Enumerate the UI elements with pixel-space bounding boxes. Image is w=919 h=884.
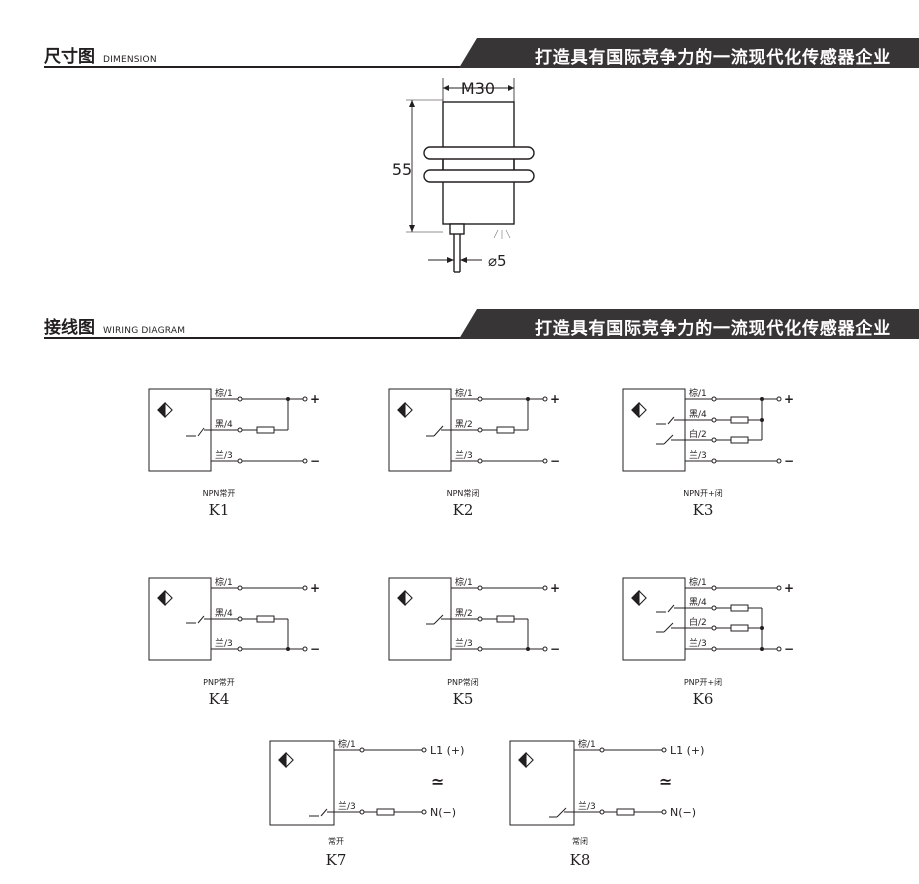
wire-blue-label: 兰/3 (215, 637, 233, 649)
diagram-k2-labels: 棕/1 黑/2 兰/3 + − (455, 387, 560, 468)
wire-blue-label: 兰/3 (338, 800, 356, 812)
ac-line-terminal: L1 (+) (430, 744, 464, 757)
diagram-k4-labels: 棕/1 黑/4 兰/3 + − (215, 576, 320, 656)
wire-blue-label: 兰/3 (455, 449, 473, 461)
wire-white-label: 白/2 (689, 616, 707, 628)
wiring-diagrams: 棕/1 黑/4 兰/3 + − NPN常开 K1 棕/1 黑/2 兰/3 + −… (148, 387, 794, 869)
diagram-k6 (622, 577, 782, 661)
diagram-k4 (148, 577, 308, 661)
wire-blue-label: 兰/3 (578, 800, 596, 812)
wiring-subtitle: WIRING DIAGRAM (103, 326, 186, 336)
minus-terminal: − (550, 454, 560, 468)
dimension-subtitle: DIMENSION (103, 55, 157, 65)
wire-brown-label: 棕/1 (689, 387, 707, 399)
diagram-id: K8 (570, 851, 591, 869)
dimension-header: 尺寸图 DIMENSION 打造具有国际竞争力的一流现代化传感器企业 (0, 38, 919, 68)
diagram-k3 (622, 388, 782, 472)
ac-neutral-terminal: N(−) (430, 806, 456, 819)
diagram-id: K4 (209, 690, 230, 708)
diagram-k7-labels: 棕/1 兰/3 L1 (+) N(−) ≃ (338, 738, 464, 819)
wire-brown-label: 棕/1 (455, 576, 473, 588)
wiring-title-text: 接线图 (44, 318, 95, 338)
wire-brown-label: 棕/1 (215, 576, 233, 588)
wire-brown-label: 棕/1 (689, 576, 707, 588)
minus-terminal: − (784, 454, 794, 468)
minus-terminal: − (550, 642, 560, 656)
wire-blue-label: 兰/3 (689, 449, 707, 461)
cable-diameter-label: ⌀5 (488, 252, 507, 270)
plus-terminal: + (310, 581, 320, 595)
minus-terminal: − (310, 642, 320, 656)
minus-terminal: − (310, 454, 320, 468)
ac-neutral-terminal: N(−) (670, 806, 696, 819)
dimension-title: 尺寸图 DIMENSION (44, 42, 157, 67)
dimension-title-text: 尺寸图 (44, 47, 95, 67)
diagram-k1-labels: 棕/1 黑/4 兰/3 + − (215, 387, 320, 468)
slogan-text: 打造具有国际竞争力的一流现代化传感器企业 (535, 319, 891, 339)
diagram-k5-labels: 棕/1 黑/2 兰/3 + − (455, 576, 560, 656)
ac-symbol: ≃ (431, 772, 444, 791)
slogan-text: 打造具有国际竞争力的一流现代化传感器企业 (535, 48, 891, 68)
plus-terminal: + (550, 581, 560, 595)
wire-black-label: 黑/4 (215, 419, 233, 430)
diagram-id: K6 (693, 690, 714, 708)
diagram-caption: NPN常开 (203, 489, 236, 498)
diagram-k5 (388, 577, 548, 661)
ac-line-terminal: L1 (+) (670, 744, 704, 757)
diagram-caption: PNP常开 (203, 678, 235, 687)
wire-black-label: 黑/4 (215, 608, 233, 619)
diagram-caption: PNP常闭 (447, 678, 479, 687)
wire-white-label: 白/2 (689, 428, 707, 440)
wire-black-label: 黑/2 (455, 419, 473, 430)
diagram-caption: 常闭 (572, 837, 588, 846)
diagram-caption: PNP开+闭 (684, 678, 722, 687)
diagram-k8-labels: 棕/1 兰/3 L1 (+) N(−) ≃ (578, 738, 704, 819)
slogan-banner (459, 38, 919, 68)
plus-terminal: + (310, 392, 320, 406)
diagram-caption: 常开 (328, 837, 344, 846)
diagram-id: K1 (209, 501, 230, 519)
ac-symbol: ≃ (659, 772, 672, 791)
wire-blue-label: 兰/3 (689, 637, 707, 649)
wiring-title: 接线图 WIRING DIAGRAM (44, 313, 185, 338)
plus-terminal: + (784, 581, 794, 595)
wire-black-label: 黑/4 (689, 409, 707, 420)
diagram-id: K2 (453, 501, 474, 519)
wire-black-label: 黑/4 (689, 597, 707, 608)
diagram-k7 (269, 740, 427, 826)
slogan-banner (459, 309, 919, 339)
diagram-k8 (509, 740, 667, 826)
diagram-k3-labels: 棕/1 黑/4 白/2 兰/3 + − (689, 387, 794, 468)
wire-brown-label: 棕/1 (338, 738, 356, 750)
diagram-id: K3 (693, 501, 714, 519)
wire-brown-label: 棕/1 (455, 387, 473, 399)
plus-terminal: + (550, 392, 560, 406)
plus-terminal: + (784, 392, 794, 406)
diagram-caption: NPN开+闭 (683, 489, 723, 498)
wire-black-label: 黑/2 (455, 608, 473, 619)
thread-label: M30 (461, 79, 495, 98)
wiring-header: 接线图 WIRING DIAGRAM 打造具有国际竞争力的一流现代化传感器企业 (0, 309, 919, 339)
wire-brown-label: 棕/1 (578, 738, 596, 750)
minus-terminal: − (784, 642, 794, 656)
diagram-id: K5 (453, 690, 474, 708)
dimension-drawing: M30 55 ⌀5 (392, 78, 535, 273)
wire-brown-label: 棕/1 (215, 387, 233, 399)
diagram-k1 (148, 388, 308, 472)
length-label: 55 (392, 160, 412, 179)
diagram-k2 (388, 388, 548, 472)
wire-blue-label: 兰/3 (215, 449, 233, 461)
wire-blue-label: 兰/3 (455, 637, 473, 649)
diagram-id: K7 (326, 851, 347, 869)
diagram-caption: NPN常闭 (447, 489, 480, 498)
diagram-k6-labels: 棕/1 黑/4 白/2 兰/3 + − (689, 576, 794, 656)
